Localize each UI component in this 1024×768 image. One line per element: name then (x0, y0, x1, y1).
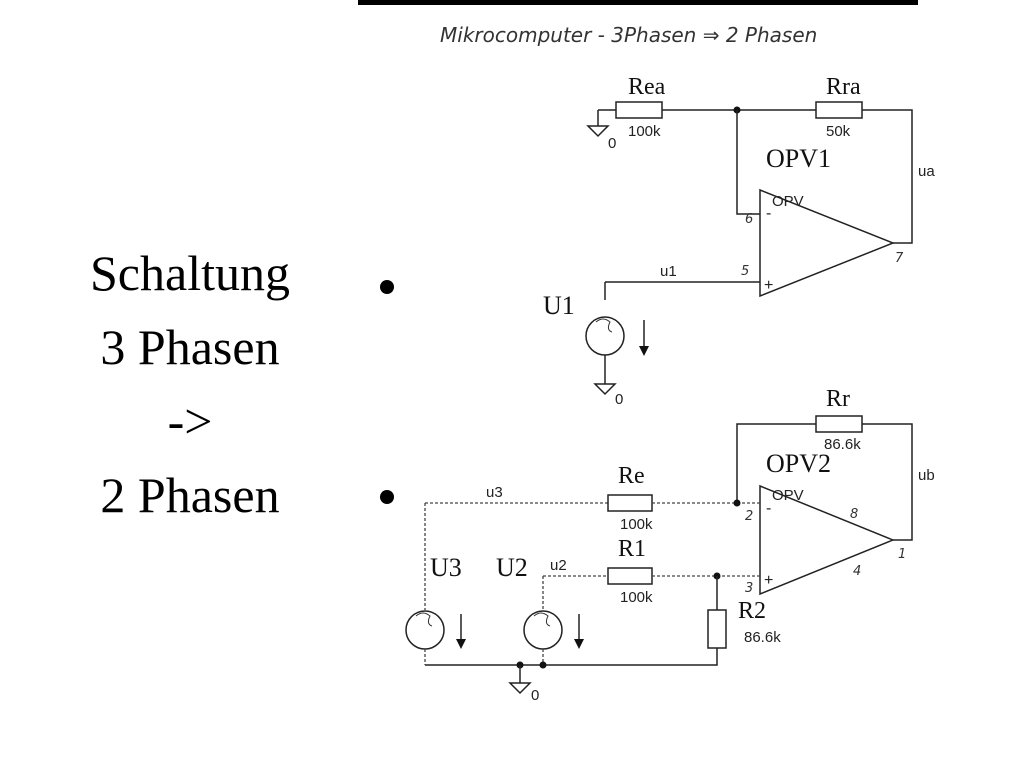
sine-icon (533, 612, 551, 627)
net-u3-label: u3 (486, 484, 503, 501)
resistor-rea-name: Rea (628, 74, 666, 100)
net-ua-label: ua (918, 163, 935, 180)
circuit-2: Rr 86.6k ub OPV2 OPV - + 2 3 1 8 4 u3 Re… (405, 386, 935, 704)
voltage-source-u1 (585, 316, 625, 356)
resistor-rra (815, 101, 863, 119)
opamp-2-pin-minus: 2 (745, 509, 753, 524)
opamp-2-pin-vminus: 4 (853, 564, 861, 579)
opamp-1-name: OPV1 (766, 144, 831, 173)
arrow-down-icon (456, 614, 466, 649)
voltage-source-u2 (523, 610, 563, 650)
net-u2-label: u2 (550, 557, 567, 574)
title-line-3: -> (167, 393, 213, 449)
arrow-down-icon (639, 320, 649, 356)
resistor-re (607, 494, 653, 512)
opamp-1-type: OPV (772, 193, 804, 210)
resistor-rra-name: Rra (826, 74, 861, 100)
junction-node (539, 661, 547, 669)
wire-feedback-out (862, 109, 913, 244)
opamp-2-name: OPV2 (766, 449, 831, 478)
ground-label: 0 (615, 391, 623, 408)
resistor-re-value: 100k (620, 516, 653, 533)
resistor-rra-value: 50k (826, 123, 851, 140)
title-line-4: 2 Phasen (100, 467, 280, 523)
opamp-2-plus: + (764, 572, 773, 589)
circuit-1: 0 Rea 100k Rra 50k ua OPV1 OPV - + 6 5 7… (543, 74, 935, 408)
wire-feedback-out (862, 423, 913, 541)
voltage-source-u3-name: U3 (430, 553, 462, 582)
sine-icon (595, 318, 613, 333)
opamp-1-pin-out: 7 (895, 251, 904, 266)
resistor-r2 (707, 609, 727, 649)
arrow-down-icon (574, 614, 584, 649)
resistor-r2-value: 86.6k (744, 629, 781, 646)
ground-label: 0 (531, 687, 539, 704)
opamp-2 (759, 484, 895, 596)
opamp-1-pin-minus: 6 (745, 212, 753, 227)
wire-minus-input (736, 110, 760, 215)
voltage-source-u2-name: U2 (496, 553, 528, 582)
title-line-1: Schaltung (90, 245, 290, 301)
resistor-r1-name: R1 (618, 536, 646, 562)
resistor-r2-name: R2 (738, 598, 766, 624)
bullet-point-2 (380, 490, 394, 504)
opamp-2-pin-plus: 3 (745, 581, 753, 596)
opamp-1-plus: + (764, 277, 773, 294)
sine-icon (415, 612, 433, 627)
wire-ground-bus (425, 648, 718, 666)
wire-feedback-left (736, 423, 816, 503)
opamp-2-type: OPV (772, 487, 804, 504)
opamp-1 (759, 188, 896, 298)
bullet-point-1 (380, 280, 394, 294)
opamp-2-pin-vplus: 8 (850, 507, 858, 522)
handwritten-note: Mikrocomputer - 3Phasen ⇒ 2 Phasen (440, 23, 817, 47)
opamp-2-pin-out: 1 (898, 547, 906, 562)
slide-title: Schaltung 3 Phasen -> 2 Phasen (40, 236, 340, 532)
resistor-r1-value: 100k (620, 589, 653, 606)
ground-icon (593, 383, 617, 396)
opamp-2-minus: - (766, 500, 771, 517)
resistor-re-name: Re (618, 463, 645, 489)
voltage-source-u3 (405, 610, 445, 650)
net-u1-label: u1 (660, 263, 677, 280)
voltage-source-u1-name: U1 (543, 291, 575, 320)
resistor-rr (815, 415, 863, 433)
ground-label: 0 (608, 135, 616, 152)
resistor-r1 (607, 567, 653, 585)
top-rule (358, 0, 918, 5)
resistor-rea-value: 100k (628, 123, 661, 140)
resistor-rr-value: 86.6k (824, 436, 861, 453)
resistor-rr-name: Rr (826, 386, 850, 412)
ground-icon (508, 682, 532, 695)
opamp-1-minus: - (766, 205, 771, 222)
title-line-2: 3 Phasen (100, 319, 280, 375)
junction-node (733, 499, 741, 507)
opamp-1-pin-plus: 5 (741, 264, 749, 279)
resistor-rea (615, 101, 663, 119)
ground-icon (586, 125, 610, 138)
net-ub-label: ub (918, 467, 935, 484)
